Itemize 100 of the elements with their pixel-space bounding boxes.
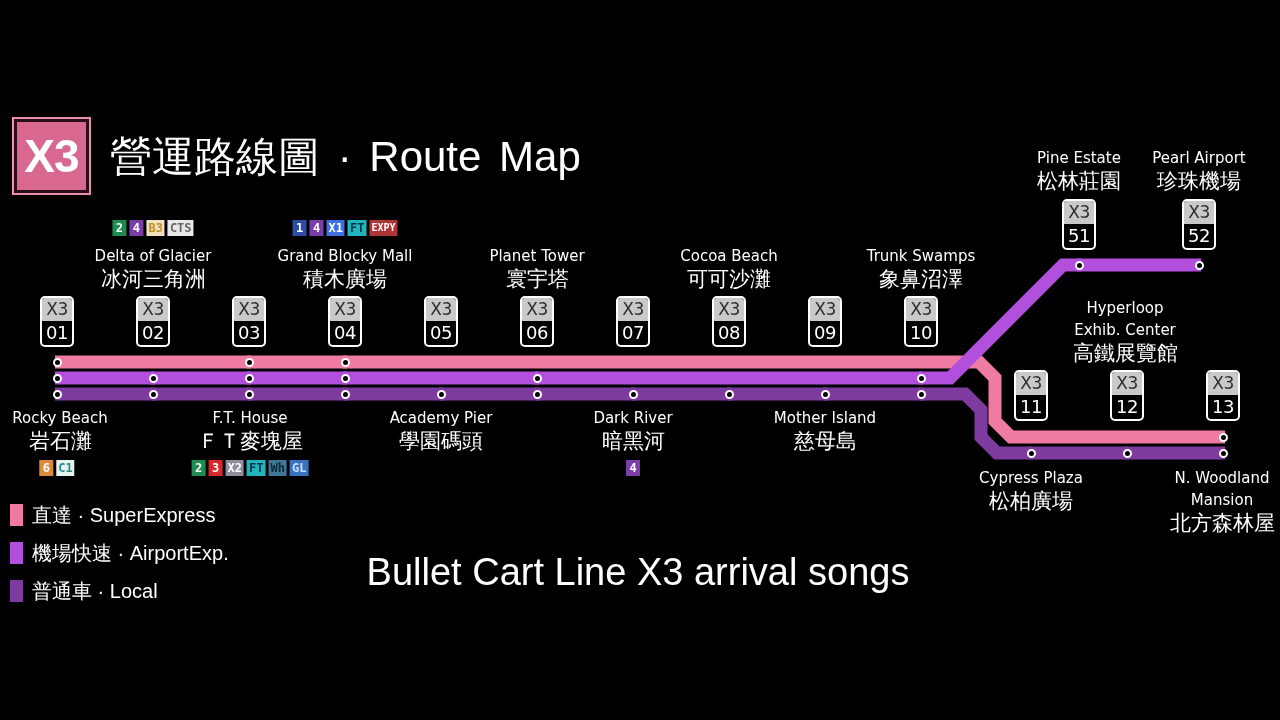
line-code: X3 [1016,372,1046,395]
station-sign [328,296,362,347]
transfer-line-tag: EXPY [369,220,398,236]
station-name: Academy Pier [389,408,493,429]
station-dot-icon [244,389,254,399]
station-dot-icon [52,357,62,367]
station-name: 象鼻沼澤 [879,267,963,292]
station-name: Trunk Swamps [866,246,976,267]
station-dot-icon [148,389,158,399]
station-name: Grand Blocky Mall [277,246,413,267]
station-dot-icon [532,373,542,383]
station-dot-icon [340,389,350,399]
legend-label: 直達 · SuperExpress [32,503,216,527]
transfer-line-tag: Wh [268,460,287,476]
station-sign [40,296,74,347]
station-name: Pearl Airport [1152,148,1246,169]
station-name: 珍珠機場 [1157,169,1241,194]
station-number: 03 [237,321,261,345]
line-code: X3 [906,298,936,321]
station-name: 學園碼頭 [399,429,483,454]
line-code: X3 [714,298,744,321]
station-name: Dark River [593,408,673,429]
station-name: Delta of Glacier [94,246,212,267]
line-code: X3 [1208,372,1238,395]
line-code: X3 [810,298,840,321]
transfer-line-tag: GL [289,460,309,476]
station-name: Planet Tower [489,246,585,267]
station-sign [232,296,266,347]
station-number: 10 [909,321,933,345]
station-dot-icon [340,373,350,383]
station-name: 松柏廣場 [989,489,1073,514]
station-dot-icon [1122,448,1132,458]
transfer-line-tag: X1 [326,220,345,236]
station-name: Hyperloop Exhib. Center [1073,298,1177,341]
station-dot-icon [1218,432,1228,442]
route-line [1125,446,1225,460]
station-sign [424,296,458,347]
transfer-line-tag: 4 [129,220,144,236]
map-title: 營運路線圖 · Route Map [110,132,581,182]
station-dot-icon [628,389,638,399]
station-name: Rocky Beach [12,408,108,429]
line-code: X3 [618,298,648,321]
transfer-line-tag: X2 [225,460,245,476]
station-name: Cypress Plaza [979,468,1083,489]
station-number: 13 [1211,395,1235,419]
station-dot-icon [532,389,542,399]
station-sign [616,296,650,347]
station-dot-icon [148,373,158,383]
station-sign [520,296,554,347]
station-name: ＦＴ麥塊屋 [197,429,303,454]
line-code: X3 [42,298,72,321]
station-dot-icon [436,389,446,399]
transfer-line-tag: 3 [208,460,223,476]
station-name: 冰河三角洲 [100,267,206,292]
legend-label: 機場快速 · AirportExp. [32,541,229,565]
line-code: X3 [426,298,456,321]
station-sign [136,296,170,347]
line-code: X3 [330,298,360,321]
station-name: 可可沙灘 [687,267,771,292]
station-name: 松林莊園 [1037,169,1121,194]
station-sign [904,296,938,347]
line-code: X3 [234,298,264,321]
station-sign [1182,199,1216,250]
station-dot-icon [1218,448,1228,458]
station-dot-icon [916,373,926,383]
line-badge: X3 [12,117,91,195]
station-number: 09 [813,321,837,345]
transfer-line-tag: 6 [39,460,54,476]
legend-label: 普通車 · Local [32,579,158,603]
station-sign [1062,199,1096,250]
station-number: 12 [1115,395,1139,419]
transfer-line-tag: C1 [56,460,75,476]
line-code: X3 [1064,201,1094,224]
station-number: 06 [525,321,549,345]
station-dot-icon [724,389,734,399]
station-name: Pine Estate [1037,148,1121,169]
station-name: Cocoa Beach [680,246,778,267]
station-name: 北方森林屋 [1169,511,1275,536]
route-line [1077,258,1201,272]
station-number: 11 [1019,395,1043,419]
transfer-line-tag: FT [347,220,367,236]
line-code: X3 [138,298,168,321]
station-number: 08 [717,321,741,345]
station-number: 51 [1067,224,1091,248]
transfer-line-tag: 4 [309,220,324,236]
station-name: 寰宇塔 [505,267,569,292]
line-code: X3 [522,298,552,321]
station-dot-icon [1194,260,1204,270]
station-dot-icon [244,357,254,367]
transfer-line-tag: 1 [292,220,307,236]
station-dot-icon [52,389,62,399]
station-dot-icon [340,357,350,367]
transfer-line-tag: 4 [626,460,640,476]
station-number: 05 [429,321,453,345]
station-number: 52 [1187,224,1211,248]
line-code: X3 [1184,201,1214,224]
station-sign [1110,370,1144,421]
station-name: N. Woodland Mansion [1173,468,1271,511]
caption: Bullet Cart Line X3 arrival songs [366,550,910,595]
station-dot-icon [1074,260,1084,270]
